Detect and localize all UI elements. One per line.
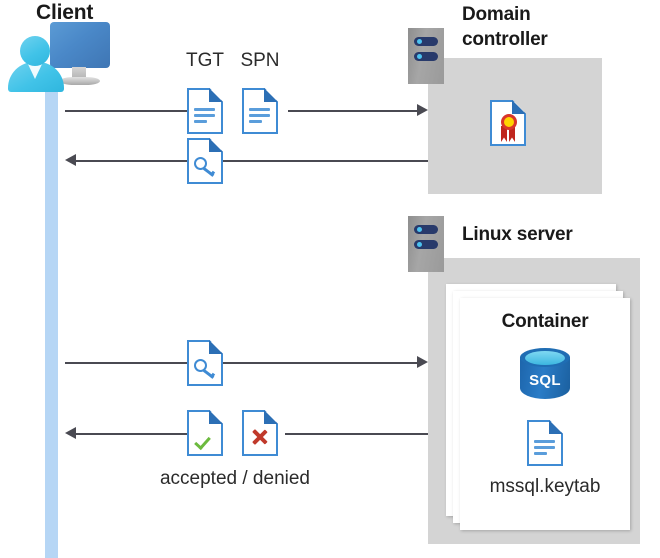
key-ring [194,359,207,372]
message-3-line-left [65,362,187,364]
sql-database-top-inner [525,351,565,365]
client-title: Client [36,1,94,24]
document-text-line [249,120,262,123]
keytab-filename-label: mssql.keytab [489,476,601,497]
keytab-document-icon [527,420,563,466]
check-mark-icon [196,428,216,446]
document-fold [209,410,223,424]
document-text-line [534,452,547,455]
server-bay-icon [414,240,438,249]
key-icon [194,155,216,177]
message-1-line-left [65,110,187,112]
client-lifeline [45,72,58,558]
document-sheet [242,410,278,456]
document-sheet [187,410,223,456]
spn-document-icon [242,88,278,134]
document-fold [209,138,223,152]
message-1-line-right [288,110,417,112]
accepted-denied-caption: accepted / denied [159,468,310,489]
check-document-icon [187,410,223,456]
cross-mark-icon [250,427,270,447]
linux-server-title: Linux server [462,224,573,245]
key-document-icon [187,340,223,386]
certificate-ribbon-right [509,126,515,142]
message-2-line-right [223,160,428,162]
server-led-icon [417,242,422,247]
monitor-screen-icon [50,22,110,68]
cross-document-icon [242,410,278,456]
document-fold [264,410,278,424]
server-bay-icon [414,52,438,61]
key-icon [194,357,216,379]
message-4-line-left [76,433,187,435]
spn-label: SPN [240,50,280,71]
domain-controller-title-line2: controller [462,29,548,50]
server-rack-icon [408,216,444,272]
person-head-icon [20,36,50,66]
sql-database-top [520,348,570,367]
document-text-line [534,446,555,449]
server-led-icon [417,54,422,59]
message-4-arrowhead [65,427,76,439]
server-led-icon [417,39,422,44]
domain-controller-title-line1: Domain [462,4,531,25]
user-workstation-icon [6,22,110,92]
document-text-line [194,114,215,117]
key-ring [194,157,207,170]
domain-controller-title: Domain controller [462,2,642,52]
certificate-medal-center [504,117,514,127]
document-text-line [194,120,207,123]
container-card-front [460,298,630,530]
monitor-stand-icon [72,67,86,79]
certificate-document-icon [490,100,526,146]
server-led-icon [417,227,422,232]
message-1-arrowhead [417,104,428,116]
document-sheet [527,420,563,466]
document-sheet [242,88,278,134]
document-text-line [249,108,270,111]
sql-database-icon: SQL [520,348,570,406]
message-3-arrowhead [417,356,428,368]
server-bay-icon [414,37,438,46]
container-title: Container [501,311,589,332]
tgt-document-icon [187,88,223,134]
certificate-seal-icon [498,114,520,142]
server-bay-icon [414,225,438,234]
tgt-label: TGT [186,50,224,71]
message-3-line-right [223,362,417,364]
certificate-ribbon-left [501,126,507,142]
message-2-line-left [76,160,187,162]
message-4-line-right [285,433,428,435]
server-rack-icon [408,28,444,84]
sql-database-label: SQL [529,372,561,389]
monitor-base-icon [60,77,100,85]
certificate-medal [501,114,517,130]
person-collar-icon [27,62,43,79]
document-text-line [249,114,270,117]
document-sheet [187,88,223,134]
document-fold [209,340,223,354]
key-document-icon [187,138,223,184]
document-text-line [194,108,215,111]
document-text-line [534,440,555,443]
message-2-arrowhead [65,154,76,166]
